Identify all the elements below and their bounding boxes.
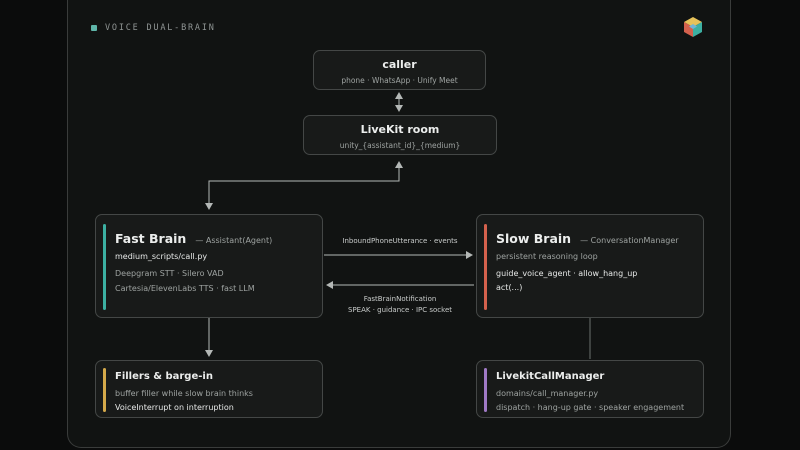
slow-brain-accent-bar	[484, 224, 487, 310]
diagram-title: VOICE DUAL-BRAIN	[105, 23, 216, 33]
fast-brain-node: Fast Brain — Assistant(Agent) medium_scr…	[95, 214, 323, 318]
livekit-room-node: LiveKit room unity_{assistant_id}_{mediu…	[303, 115, 497, 155]
edge-label-to-slow: InboundPhoneUtterance · events	[342, 237, 458, 245]
slow-brain-node: Slow Brain — ConversationManager persist…	[476, 214, 704, 318]
caller-subtitle: phone · WhatsApp · Unify Meet	[341, 76, 458, 85]
slow-brain-title: Slow Brain	[496, 231, 572, 246]
slow-brain-subtitle: persistent reasoning loop	[496, 252, 598, 261]
diagram-header: VOICE DUAL-BRAIN	[91, 23, 216, 33]
slow-brain-tag: — ConversationManager	[580, 236, 679, 245]
call-manager-accent-bar	[484, 368, 487, 412]
call-manager-node: LivekitCallManager domains/call_manager.…	[476, 360, 704, 418]
fast-brain-tag: — Assistant(Agent)	[195, 236, 273, 245]
edge-livekit-fastbrain	[205, 164, 400, 210]
fillers-node: Fillers & barge-in buffer filler while s…	[95, 360, 323, 418]
call-manager-title: LivekitCallManager	[496, 371, 605, 382]
fast-brain-line2: Cartesia/ElevenLabs TTS · fast LLM	[115, 284, 255, 293]
call-manager-line2: dispatch · hang-up gate · speaker engage…	[496, 403, 685, 412]
slow-brain-line2: act(...)	[496, 283, 523, 292]
slow-brain-line1: guide_voice_agent · allow_hang_up	[496, 269, 638, 278]
header-square-icon	[91, 25, 97, 31]
livekit-room-title: LiveKit room	[360, 123, 440, 136]
call-manager-line1: domains/call_manager.py	[496, 389, 599, 398]
fast-brain-title: Fast Brain	[115, 231, 187, 246]
caller-title: caller	[382, 58, 417, 71]
edge-label-to-fast-1: FastBrainNotification	[363, 295, 437, 303]
livekit-room-subtitle: unity_{assistant_id}_{medium}	[339, 141, 461, 150]
caller-node: caller phone · WhatsApp · Unify Meet	[313, 50, 486, 90]
fillers-accent-bar	[103, 368, 106, 412]
edge-label-to-fast-2: SPEAK · guidance · IPC socket	[348, 306, 452, 314]
fast-brain-file: medium_scripts/call.py	[115, 252, 208, 261]
cube-logo-icon	[684, 17, 702, 37]
fillers-line1: buffer filler while slow brain thinks	[115, 389, 253, 398]
fillers-line2: VoiceInterrupt on interruption	[115, 403, 234, 412]
fast-brain-accent-bar	[103, 224, 106, 310]
fast-brain-line1: Deepgram STT · Silero VAD	[115, 269, 224, 278]
fillers-title: Fillers & barge-in	[115, 371, 213, 382]
